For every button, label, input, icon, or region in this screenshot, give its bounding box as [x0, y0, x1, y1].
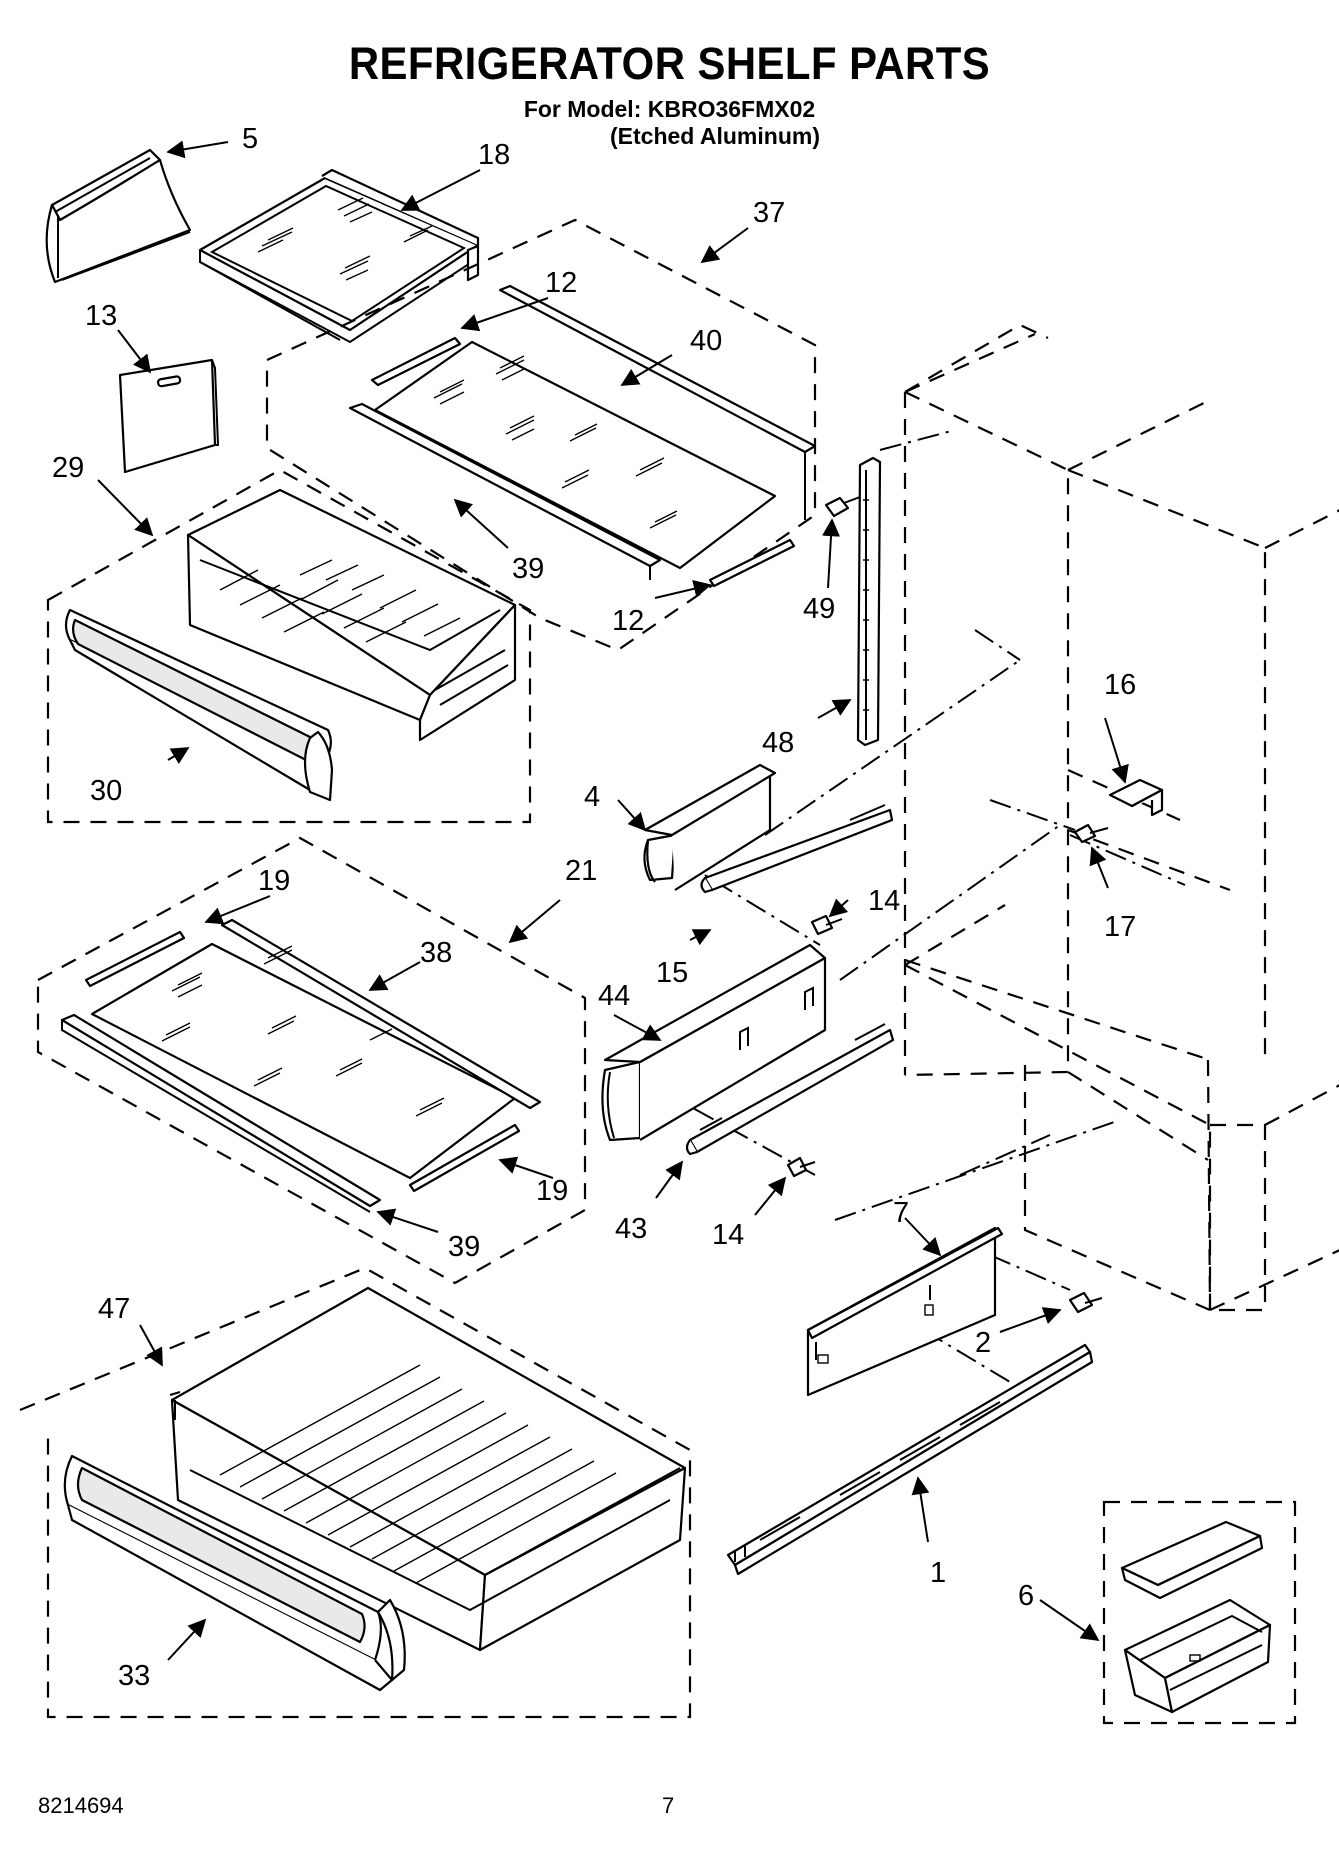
callout-2: 2 — [975, 1327, 991, 1359]
part-43-slide — [685, 1023, 895, 1156]
part-17-screw — [1073, 823, 1109, 844]
callout-16: 16 — [1104, 669, 1136, 701]
leader-arrows — [97, 140, 1129, 1661]
document-number: 8214694 — [38, 1793, 124, 1818]
callout-29: 29 — [52, 452, 84, 484]
callout-40: 40 — [690, 325, 722, 357]
part-1-slide-rail — [726, 1343, 1094, 1576]
part-4-bracket — [643, 763, 777, 891]
callout-6: 6 — [1018, 1580, 1034, 1612]
assembly-47-box — [19, 1266, 692, 1719]
callout-14-top: 14 — [868, 885, 900, 917]
page-title: REFRIGERATOR SHELF PARTS — [348, 38, 991, 89]
assembly-29-box — [46, 468, 532, 824]
part-14b-screw — [786, 1156, 816, 1178]
part-16-clip — [1108, 778, 1164, 817]
part-30-bin-front — [64, 608, 334, 802]
callout-39-top: 39 — [512, 553, 544, 585]
callout-49: 49 — [803, 593, 835, 625]
part-5-cover — [45, 148, 192, 284]
callout-15: 15 — [656, 957, 688, 989]
assembly-6-box — [1102, 1500, 1297, 1725]
callout-19-bottom: 19 — [536, 1175, 568, 1207]
callout-37: 37 — [753, 197, 785, 229]
callout-14-bottom: 14 — [712, 1219, 744, 1251]
part-18-framed-shelf — [198, 168, 480, 344]
callout-7: 7 — [893, 1197, 909, 1229]
part-7-bracket — [806, 1226, 1004, 1397]
callout-43: 43 — [615, 1213, 647, 1245]
part-15-slide — [700, 804, 894, 894]
part-33-crisper-front — [63, 1454, 406, 1692]
callout-5: 5 — [242, 123, 258, 155]
callout-48: 48 — [762, 727, 794, 759]
part-40-glass-shelf — [348, 284, 817, 588]
model-line: For Model: KBRO36FMX02 — [523, 96, 816, 122]
callout-12-top: 12 — [545, 267, 577, 299]
part-2-screw — [1068, 1291, 1103, 1314]
callout-19-top: 19 — [258, 865, 290, 897]
part-13-panel — [118, 358, 220, 474]
callout-13: 13 — [85, 300, 117, 332]
part-14a-screw — [810, 914, 843, 936]
callout-18: 18 — [478, 139, 510, 171]
callout-33: 33 — [118, 1660, 150, 1692]
callout-4: 4 — [584, 781, 600, 813]
part-47-crisper-drawer — [169, 1286, 687, 1652]
finish-line: (Etched Aluminum) — [610, 123, 820, 149]
part-49-screw — [824, 496, 861, 518]
callout-44: 44 — [598, 980, 630, 1012]
part-29-bin — [186, 488, 517, 742]
callout-21: 21 — [565, 855, 597, 887]
callout-47: 47 — [98, 1293, 130, 1325]
part-6-dairy-bin — [1120, 1520, 1272, 1714]
part-48-rail — [856, 456, 882, 747]
assembly-21-box — [36, 836, 587, 1285]
page-number: 7 — [662, 1793, 675, 1818]
callout-38: 38 — [420, 937, 452, 969]
cabinet-outline — [903, 323, 1339, 1312]
callout-labels: 5 18 37 12 40 13 29 39 12 49 30 48 4 15 … — [52, 123, 1136, 1692]
callout-39-bottom: 39 — [448, 1231, 480, 1263]
part-44-bracket — [601, 943, 827, 1142]
callout-30: 30 — [90, 775, 122, 807]
mounting-center-lines — [659, 429, 1186, 1386]
callout-12-bottom: 12 — [612, 605, 644, 637]
callout-1: 1 — [930, 1557, 946, 1589]
callout-17: 17 — [1104, 911, 1136, 943]
part-38-glass-shelf — [60, 918, 542, 1213]
